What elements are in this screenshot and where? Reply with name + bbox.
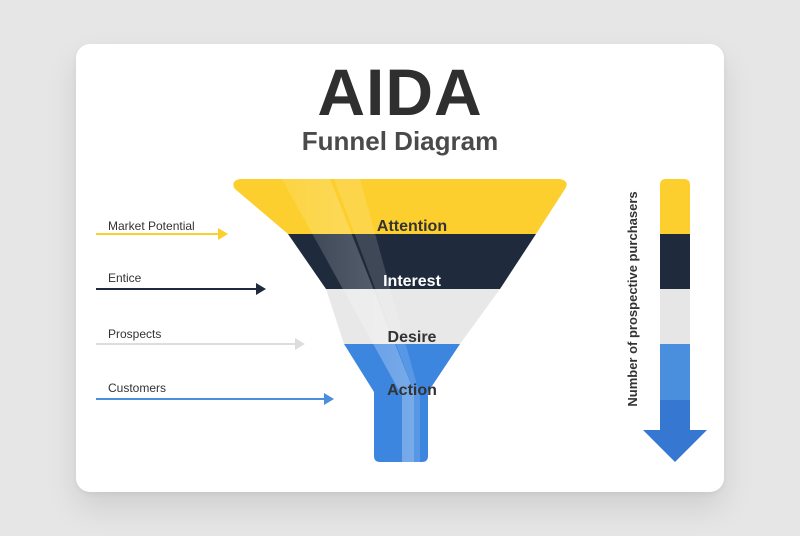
diagram-title: AIDA: [317, 55, 483, 129]
side-label-market-potential: Market Potential: [108, 219, 195, 233]
scale-bar-arrow-head: [643, 400, 707, 462]
funnel-shine: [282, 179, 414, 462]
stage-label-desire: Desire: [388, 329, 437, 346]
aida-funnel-diagram: Attention Interest Desire Action Market …: [96, 179, 707, 462]
scale-bar-segment-1: [660, 179, 690, 234]
arrow-prospects: [96, 338, 305, 350]
diagram-card: AIDA Funnel Diagram Attention Interest D…: [76, 44, 724, 492]
side-label-prospects: Prospects: [108, 327, 161, 341]
diagram-subtitle: Funnel Diagram: [301, 126, 499, 156]
stage-label-action: Action: [387, 382, 437, 399]
stage-label-interest: Interest: [383, 273, 441, 290]
stage-label-attention: Attention: [377, 218, 447, 235]
scale-bar-segment-4: [660, 344, 690, 400]
scale-bar-segment-2: [660, 234, 690, 289]
arrow-entice: [96, 283, 266, 295]
arrow-market-potential: [96, 228, 228, 240]
side-label-customers: Customers: [108, 381, 166, 395]
scale-bar-label: Number of prospective purchasers: [625, 191, 640, 406]
scale-bar-segment-3: [660, 289, 690, 344]
arrow-customers: [96, 393, 334, 405]
side-label-entice: Entice: [108, 271, 142, 285]
